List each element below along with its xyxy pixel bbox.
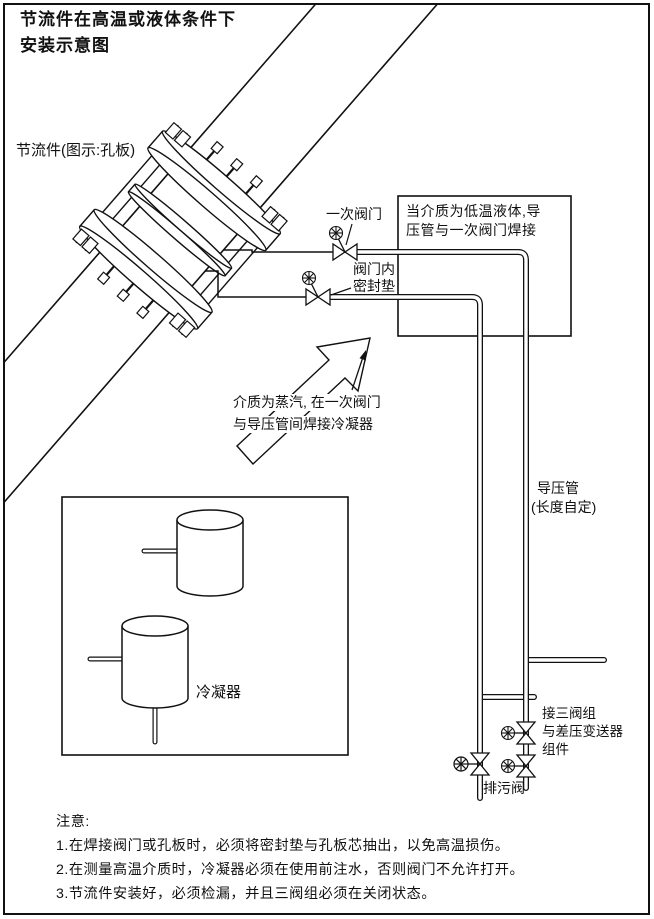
condenser-label: 冷凝器 <box>196 684 242 701</box>
valve-seal-label-line2: 密封垫 <box>353 278 395 294</box>
notes-item-1: 1.在焊接阀门或孔板时，必须将密封垫与孔板芯抽出，以免高温损伤。 <box>56 838 510 855</box>
condenser-box <box>61 496 349 756</box>
manifold-label-line2: 与差压变送器 <box>542 724 623 739</box>
drain-valve-label: 排污阀 <box>483 780 525 796</box>
main-pipe <box>3 3 439 503</box>
orifice-flange-assembly <box>72 121 288 339</box>
notes-block: 注意: 1.在焊接阀门或孔板时，必须将密封垫与孔板芯抽出，以免高温损伤。 2.在… <box>56 814 524 910</box>
impulse-pipe-label-line1: 导压管 <box>537 480 579 496</box>
steam-note-line1: 介质为蒸汽, 在一次阀门 <box>231 394 383 411</box>
leader-lines <box>330 223 353 296</box>
primary-valve-label: 一次阀门 <box>326 206 382 222</box>
valve-seal-label-line1: 阀门内 <box>353 261 395 277</box>
manifold-label-line3: 组件 <box>542 742 569 757</box>
notes-item-3: 3.节流件安装好，必须检漏，并且三阀组必须在关闭状态。 <box>56 886 437 903</box>
impulse-pipe-b <box>328 294 483 801</box>
condenser-cylinder-2 <box>87 615 189 745</box>
pressure-tap-lines <box>205 249 333 298</box>
primary-valve-upper <box>328 225 358 262</box>
info-box <box>397 195 572 337</box>
steam-note-line2: 与导压管间焊接冷凝器 <box>231 416 375 433</box>
notes-item-2: 2.在测量高温介质时，冷凝器必须在使用前注水，否则阀门不允许打开。 <box>56 862 525 879</box>
drain-valve <box>453 752 491 776</box>
info-box-text-line1: 当介质为低温液体,导 <box>406 203 541 219</box>
manifold-label-line1: 接三阀组 <box>542 706 596 721</box>
page-border <box>3 3 650 915</box>
throttle-element-label: 节流件(图示:孔板) <box>16 142 136 159</box>
condenser-cylinder-1 <box>141 509 244 597</box>
page-title-line2: 安装示意图 <box>20 36 110 55</box>
impulse-pipe-a <box>354 249 529 791</box>
page-title-line1: 节流件在高温或液体条件下 <box>20 10 236 29</box>
impulse-pipe-label-line2: (长度自定) <box>531 499 597 515</box>
thin-arrow <box>351 350 366 391</box>
primary-valve-lower <box>301 270 331 307</box>
info-box-text-line2: 压管与一次阀门焊接 <box>406 222 537 238</box>
notes-header: 注意: <box>56 814 90 830</box>
three-valve-manifold <box>500 721 537 778</box>
